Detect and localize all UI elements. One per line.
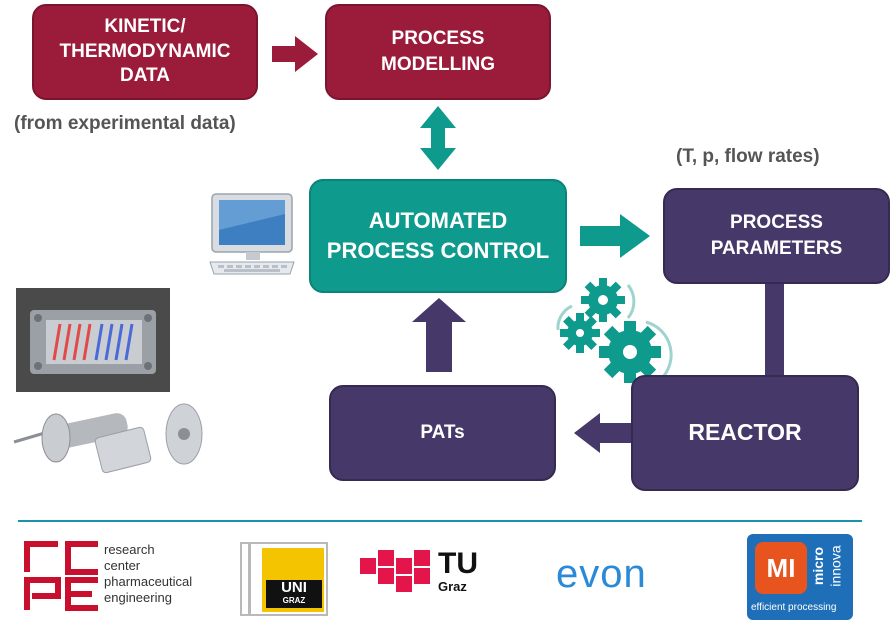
node-pats-label: PATs <box>420 422 465 444</box>
unigraz-text-uni: UNI <box>281 579 307 596</box>
node-modelling-line-2: MODELLING <box>381 54 495 75</box>
microinnova-tagline: efficient processing <box>751 602 837 613</box>
arrow-reactor-to-pats <box>574 413 643 453</box>
node-reactor-label: REACTOR <box>688 419 802 446</box>
node-control-line-2: PROCESS CONTROL <box>326 238 550 263</box>
microinnova-text-micro: micro <box>810 546 827 586</box>
rcpe-text-1: research <box>104 542 155 557</box>
rcpe-mark <box>24 541 98 611</box>
node-modelling-line-1: PROCESS <box>391 28 485 50</box>
node-kinetic-data: KINETIC/ THERMODYNAMIC DATA <box>32 4 258 100</box>
node-reactor: REACTOR <box>631 375 859 491</box>
rcpe-text-4: engineering <box>104 590 172 605</box>
logo-microinnova: MI micro innova efficient processing <box>747 534 853 620</box>
tugraz-text-graz: Graz <box>438 579 467 594</box>
microinnova-mi: MI <box>755 542 807 594</box>
node-parameters-line-2: PARAMETERS <box>710 238 843 259</box>
node-kinetic-line-1: KINETIC/ <box>104 15 186 37</box>
node-control-line-1: AUTOMATED <box>368 208 508 234</box>
note-experimental-data: (from experimental data) <box>14 113 236 134</box>
reactor-photo-bottom <box>8 398 208 476</box>
arrow-pats-to-control <box>412 298 466 372</box>
node-pats: PATs <box>329 385 556 481</box>
node-process-parameters: PROCESS PARAMETERS <box>663 188 890 284</box>
logo-unigraz: UNI GRAZ <box>240 542 328 616</box>
microinnova-text-innova: innova <box>827 545 844 587</box>
arrow-modelling-control <box>420 106 456 170</box>
node-kinetic-line-3: DATA <box>120 65 170 87</box>
connector-parameters-reactor <box>765 284 784 376</box>
note-process-params: (T, p, flow rates) <box>676 146 820 167</box>
reactor-photo-top <box>16 288 170 392</box>
node-parameters-line-1: PROCESS <box>730 212 823 234</box>
arrow-control-to-parameters <box>580 214 650 258</box>
arrow-kinetic-to-modelling <box>272 36 318 72</box>
logo-rcpe: research center pharmaceutical engineeri… <box>24 538 204 612</box>
tugraz-text-tu: TU <box>438 547 478 580</box>
logo-tugraz: TU Graz <box>360 548 500 604</box>
node-automated-process-control: AUTOMATED PROCESS CONTROL <box>309 179 567 293</box>
unigraz-text-graz: GRAZ <box>282 596 306 605</box>
tugraz-mark <box>360 550 430 592</box>
rcpe-text-2: center <box>104 558 141 573</box>
rcpe-text-3: pharmaceutical <box>104 574 193 589</box>
node-process-modelling: PROCESS MODELLING <box>325 4 551 100</box>
logo-evon: evon <box>556 552 647 596</box>
node-kinetic-line-2: THERMODYNAMIC <box>59 40 231 62</box>
